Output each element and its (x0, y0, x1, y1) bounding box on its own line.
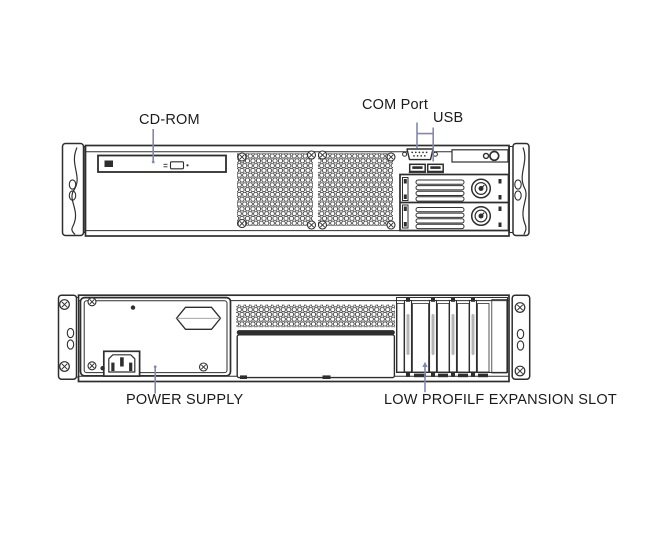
front-panel-view (61, 142, 530, 237)
expansion-slots (396, 297, 508, 378)
cd-rom-indicator (104, 160, 113, 167)
front-vent-right (318, 153, 393, 226)
usb-ports (408, 163, 444, 174)
com-port-label: COM Port (362, 97, 429, 113)
usb-port-1 (408, 163, 426, 173)
cd-rom-eject-button (169, 161, 185, 170)
cd-rom-drive (97, 154, 227, 173)
rear-vent-strip (236, 304, 395, 328)
rear-panel-view (57, 294, 531, 383)
expansion-leader-arrow (422, 361, 428, 367)
cd-rom-label: CD-ROM (139, 112, 200, 128)
drive-bay-2 (402, 204, 502, 230)
front-vent-left (237, 153, 313, 226)
indicator-panel (451, 149, 509, 163)
ac-inlet-icon (102, 350, 141, 377)
front-left-rack-ear-icon (61, 142, 88, 237)
front-right-rack-ear-icon (509, 142, 530, 237)
psu-fan-cutout-icon (175, 306, 222, 330)
com-port-connector (402, 148, 438, 161)
drive-bay-1 (402, 177, 502, 202)
power-supply (79, 296, 232, 377)
callout-leader-lines (151, 122, 435, 394)
rear-left-rack-ear-icon (57, 294, 81, 380)
drive-bay-lock-icon (470, 205, 492, 227)
rear-blank-plate (236, 330, 396, 379)
power-button-icon (489, 150, 500, 162)
rear-side-vent (491, 299, 508, 374)
power-supply-label: POWER SUPPLY (126, 392, 244, 408)
usb-port-2 (426, 163, 444, 173)
rear-right-rack-ear-icon (511, 294, 531, 380)
drive-bays (399, 173, 510, 232)
usb-label: USB (433, 110, 464, 126)
drive-bay-lock-icon (470, 178, 492, 199)
expansion-slot-label: LOW PROFILF EXPANSION SLOT (384, 392, 617, 408)
power-led-icon (482, 152, 490, 160)
